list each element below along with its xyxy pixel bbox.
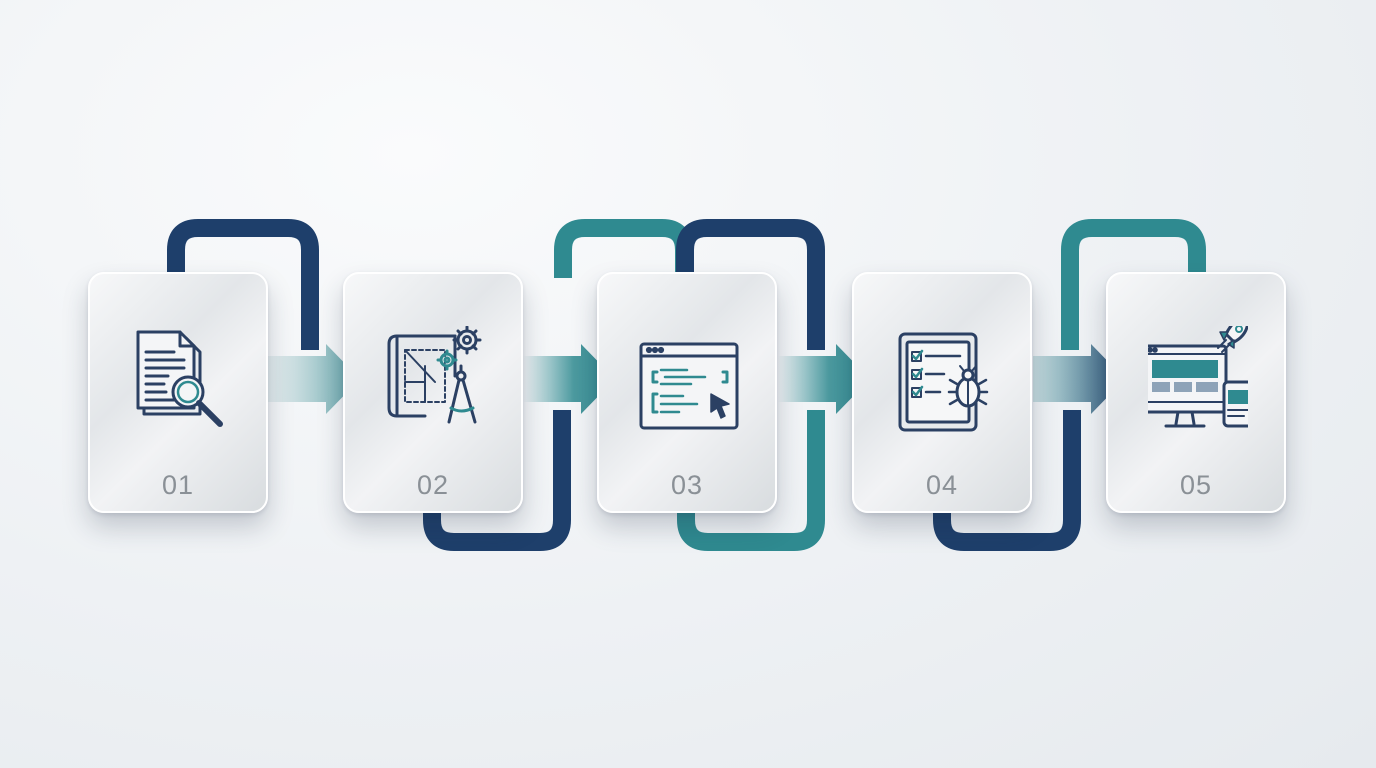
connector-bottom-1: [423, 410, 571, 551]
step-number: 02: [416, 470, 450, 500]
code-window-cursor-icon: [639, 342, 739, 430]
step-card-1: 01: [88, 272, 268, 513]
arrow-4-5: [1033, 344, 1125, 414]
arrow-2-3: [523, 344, 615, 414]
arrow-3-4: [778, 344, 870, 414]
arrow-1-2: [268, 344, 360, 414]
connector-top-2: [554, 219, 693, 278]
step-number: 05: [1179, 470, 1213, 500]
connector-bottom-3: [933, 410, 1081, 551]
step-card-5: 05: [1106, 272, 1286, 513]
step-number: 03: [670, 470, 704, 500]
document-search-icon: [136, 330, 223, 427]
blueprint-compass-gears-icon: [387, 326, 482, 424]
step-card-2: 02: [343, 272, 523, 513]
checklist-tablet-bug-icon: [898, 332, 989, 432]
connector-top-1: [167, 219, 319, 350]
step-card-3: 03: [597, 272, 777, 513]
step-number: 01: [161, 470, 195, 500]
step-number: 04: [925, 470, 959, 500]
step-card-4: 04: [852, 272, 1032, 513]
connector-top-3: [676, 219, 825, 350]
connector-bottom-2: [677, 410, 825, 551]
desktop-mobile-rocket-icon: [1148, 326, 1248, 428]
connector-top-4: [1061, 219, 1206, 350]
